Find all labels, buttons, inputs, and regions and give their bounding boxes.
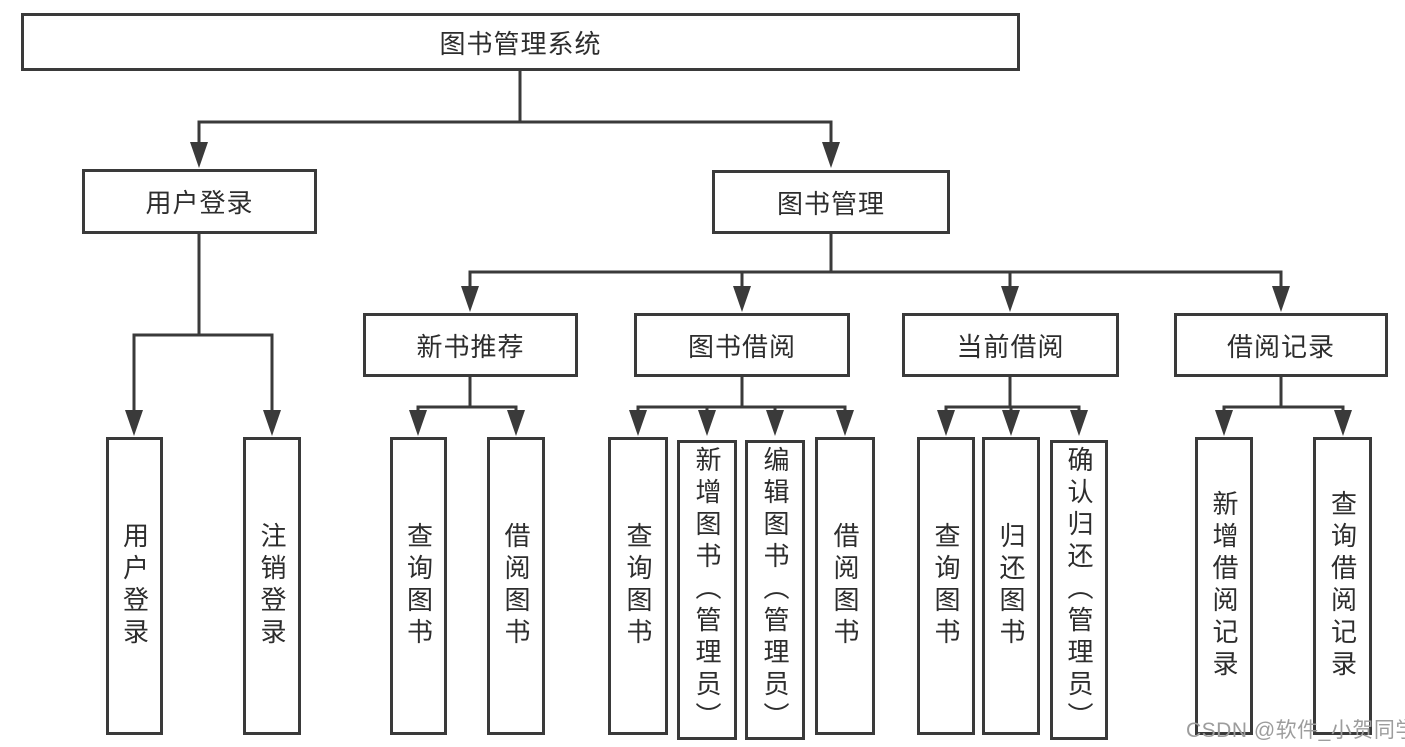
- leaf-cb-return-books: 归还图书: [982, 437, 1040, 735]
- leaf-br-add-record: 新增借阅记录: [1195, 437, 1253, 735]
- arrow-down-icon: [836, 410, 854, 436]
- arrow-down-icon: [822, 142, 840, 168]
- arrow-down-icon: [125, 410, 143, 436]
- leaf-nb-query-books: 查询图书: [390, 437, 447, 735]
- leaf-bb-query-books: 查询图书: [608, 437, 668, 735]
- leaf-nb-borrow-books: 借阅图书: [487, 437, 545, 735]
- node-book-management: 图书管理: [712, 170, 950, 234]
- arrow-down-icon: [1334, 410, 1352, 436]
- arrow-down-icon: [263, 410, 281, 436]
- connector-bookmgmt-to-level3: [468, 232, 1283, 290]
- arrow-down-icon: [1002, 410, 1020, 436]
- leaf-cb-confirm-return: 确认归还（管理员）: [1050, 440, 1108, 740]
- connector-records-to-leaves: [1222, 375, 1345, 414]
- arrow-down-icon: [1272, 286, 1290, 312]
- leaf-bb-add-books: 新增图书（管理员）: [677, 440, 737, 740]
- node-current-borrow: 当前借阅: [902, 313, 1119, 377]
- arrow-down-icon: [733, 286, 751, 312]
- connector-newbook-to-leaves: [416, 375, 518, 414]
- arrow-down-icon: [937, 410, 955, 436]
- connector-borrow-to-leaves: [636, 375, 847, 414]
- leaf-bb-edit-books: 编辑图书（管理员）: [745, 440, 805, 740]
- connector-current-to-leaves: [944, 375, 1081, 414]
- arrow-down-icon: [461, 286, 479, 312]
- arrow-down-icon: [507, 410, 525, 436]
- arrow-down-icons: [125, 142, 1352, 436]
- node-book-borrow: 图书借阅: [634, 313, 850, 377]
- leaf-logout: 注销登录: [243, 437, 301, 735]
- leaf-cb-query-books: 查询图书: [917, 437, 975, 735]
- arrow-down-icon: [409, 410, 427, 436]
- connector-userlogin-to-leaves: [132, 232, 274, 414]
- leaf-user-login: 用户登录: [106, 437, 163, 735]
- node-root: 图书管理系统: [21, 13, 1020, 71]
- arrow-down-icon: [1215, 410, 1233, 436]
- leaf-bb-borrow-books: 借阅图书: [815, 437, 875, 735]
- node-new-book-recommend: 新书推荐: [363, 313, 578, 377]
- arrow-down-icon: [1070, 410, 1088, 436]
- arrow-down-icon: [629, 410, 647, 436]
- arrow-down-icon: [190, 142, 208, 168]
- arrow-down-icon: [698, 410, 716, 436]
- connector-root-to-level2: [197, 69, 833, 146]
- leaf-br-query-record: 查询借阅记录: [1313, 437, 1372, 735]
- csdn-watermark: CSDN @软件_小贺同学: [1186, 719, 1405, 742]
- node-borrow-records: 借阅记录: [1174, 313, 1388, 377]
- arrow-down-icon: [1001, 286, 1019, 312]
- node-user-login: 用户登录: [82, 169, 317, 234]
- arrow-down-icon: [766, 410, 784, 436]
